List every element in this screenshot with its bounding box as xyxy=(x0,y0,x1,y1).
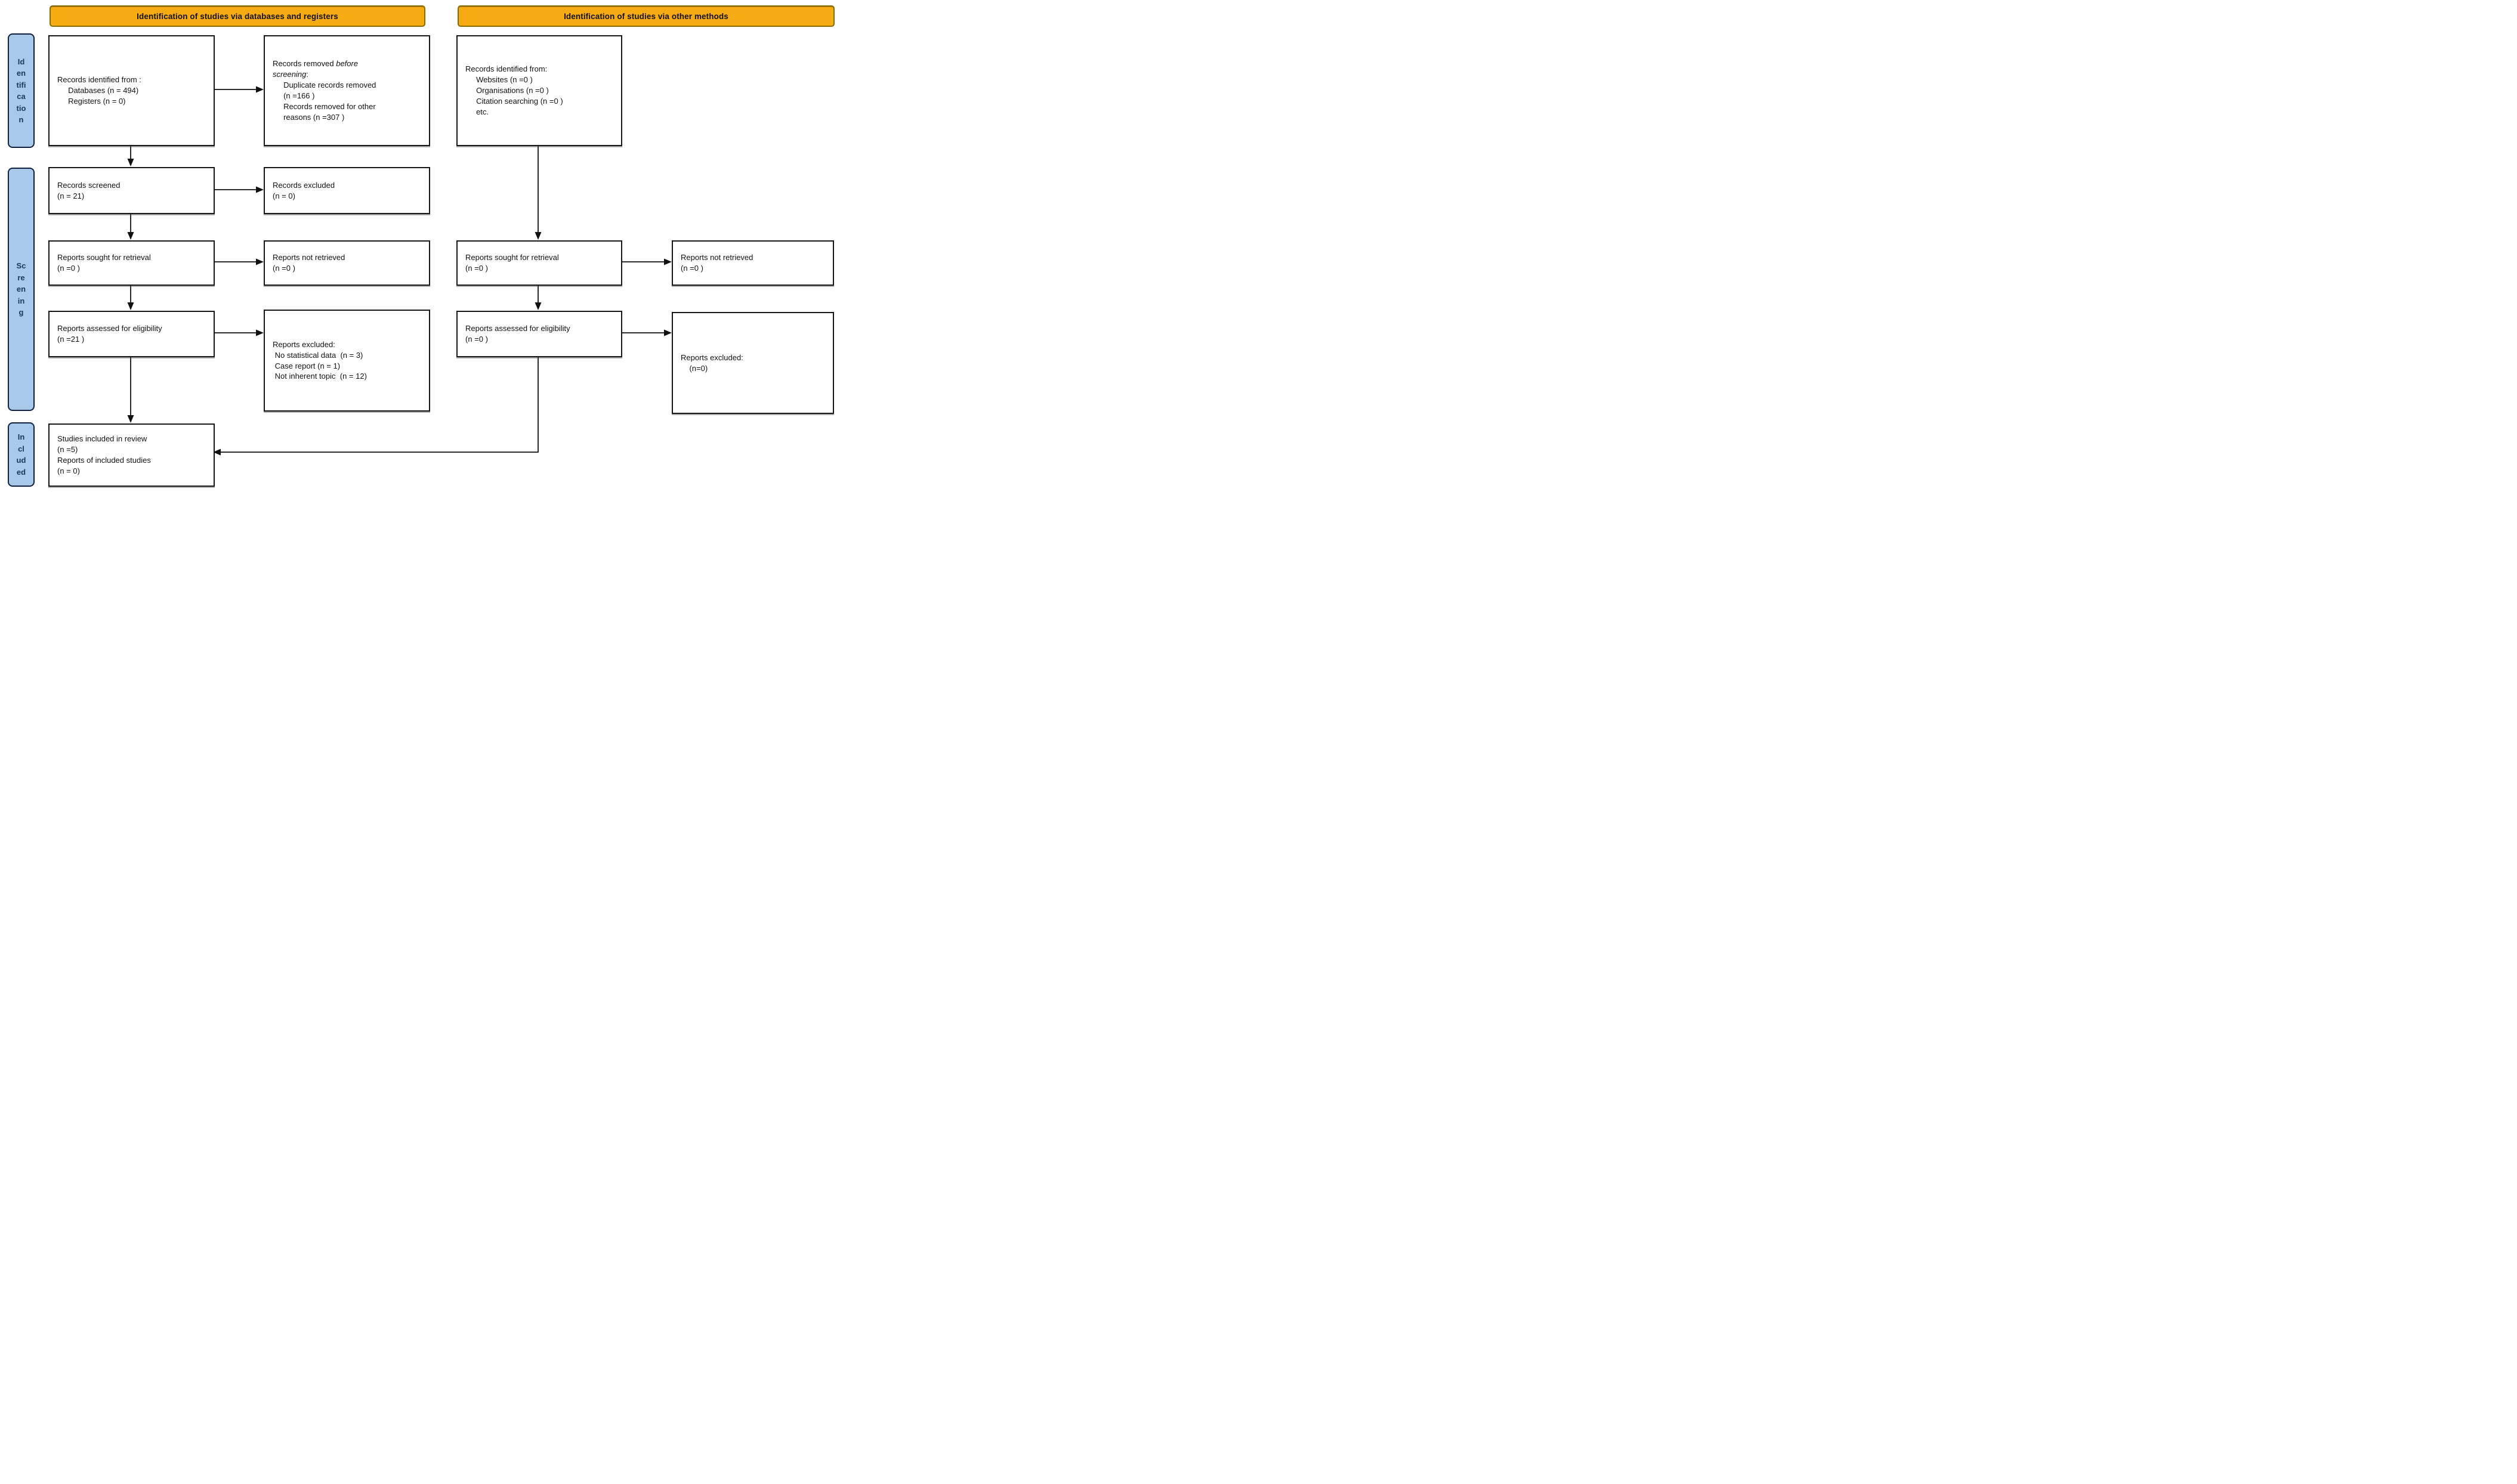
box-reports-excluded: Reports excluded: No statistical data (n… xyxy=(264,310,430,412)
other-reports-not-retrieved-text: Reports not retrieved (n =0 ) xyxy=(681,253,753,273)
other-reports-assessed-text: Reports assessed for eligibility (n =0 ) xyxy=(465,324,570,344)
reports-excluded-text: Reports excluded: No statistical data (n… xyxy=(273,339,367,381)
phase-screening: Sc re en in g xyxy=(8,168,35,411)
other-records-identified-text: Records identified from: Websites (n =0 … xyxy=(465,64,563,116)
box-other-records-identified: Records identified from: Websites (n =0 … xyxy=(456,35,622,146)
box-records-removed: Records removed before screening: Duplic… xyxy=(264,35,430,146)
box-studies-included: Studies included in review (n =5) Report… xyxy=(48,423,215,487)
box-other-reports-sought: Reports sought for retrieval (n =0 ) xyxy=(456,240,622,286)
banner-other-methods: Identification of studies via other meth… xyxy=(458,5,835,27)
banner-databases-registers-label: Identification of studies via databases … xyxy=(137,11,338,21)
reports-assessed-text: Reports assessed for eligibility (n =21 … xyxy=(57,324,162,344)
records-removed-items: Duplicate records removed (n =166 ) Reco… xyxy=(283,81,376,122)
box-reports-assessed: Reports assessed for eligibility (n =21 … xyxy=(48,311,215,357)
records-identified-text: Records identified from : Databases (n =… xyxy=(57,75,141,106)
records-screened-text: Records screened (n = 21) xyxy=(57,180,121,200)
records-removed-text: Records removed before screening: Duplic… xyxy=(265,55,381,126)
records-removed-italic: before screening xyxy=(273,59,359,79)
prisma-flow-diagram: Identification of studies via databases … xyxy=(0,0,839,494)
phase-identification: Id en tifi ca tio n xyxy=(8,33,35,148)
box-reports-not-retrieved: Reports not retrieved (n =0 ) xyxy=(264,240,430,286)
box-records-screened: Records screened (n = 21) xyxy=(48,167,215,214)
banner-databases-registers: Identification of studies via databases … xyxy=(50,5,425,27)
records-excluded-text: Records excluded (n = 0) xyxy=(273,180,335,200)
box-other-reports-not-retrieved: Reports not retrieved (n =0 ) xyxy=(672,240,834,286)
box-records-identified: Records identified from : Databases (n =… xyxy=(48,35,215,146)
records-removed-post: : xyxy=(306,70,308,79)
reports-sought-text: Reports sought for retrieval (n =0 ) xyxy=(57,253,151,273)
other-reports-sought-text: Reports sought for retrieval (n =0 ) xyxy=(465,253,559,273)
records-removed-pre: Records removed xyxy=(273,59,336,69)
box-other-reports-assessed: Reports assessed for eligibility (n =0 ) xyxy=(456,311,622,357)
other-reports-excluded-text: Reports excluded: (n=0) xyxy=(681,353,743,373)
box-reports-sought: Reports sought for retrieval (n =0 ) xyxy=(48,240,215,286)
phase-included: In cl ud ed xyxy=(8,422,35,487)
box-other-reports-excluded: Reports excluded: (n=0) xyxy=(672,312,834,414)
studies-included-text: Studies included in review (n =5) Report… xyxy=(57,434,151,475)
box-records-excluded: Records excluded (n = 0) xyxy=(264,167,430,214)
banner-other-methods-label: Identification of studies via other meth… xyxy=(564,11,728,21)
reports-not-retrieved-text: Reports not retrieved (n =0 ) xyxy=(273,253,345,273)
